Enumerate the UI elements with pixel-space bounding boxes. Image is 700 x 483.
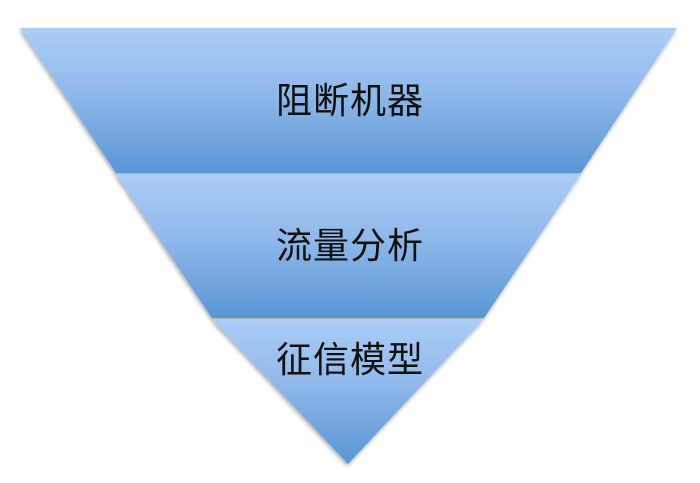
pyramid-layer-1-label: 阻断机器 <box>275 81 424 122</box>
pyramid-layer-3 <box>212 319 484 464</box>
pyramid-layer-2-label: 流量分析 <box>275 226 424 267</box>
pyramid-layer-1 <box>20 28 677 173</box>
pyramid-layer-3-label: 征信模型 <box>275 340 424 381</box>
pyramid-layer-2 <box>116 174 581 318</box>
